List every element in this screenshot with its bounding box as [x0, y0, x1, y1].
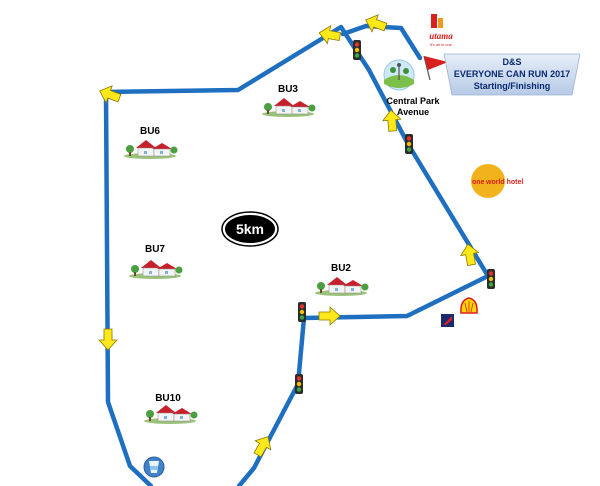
zone-bu10: BU10	[143, 393, 198, 425]
house-icon	[143, 404, 198, 425]
hotel-name: world hotel	[485, 179, 523, 186]
zone-label: BU10	[155, 393, 181, 404]
distance-label: 5km	[236, 221, 264, 237]
route-line	[103, 24, 491, 486]
zone-label: BU6	[140, 126, 160, 137]
house-icon	[261, 97, 316, 118]
zone-bu2: BU2	[314, 263, 369, 297]
zone-label: BU3	[278, 84, 298, 95]
banner-line: Starting/Finishing	[474, 81, 551, 91]
traffic-light-icon	[353, 40, 361, 60]
hotel-logo: one world hotel	[471, 164, 523, 198]
direction-arrow-icon	[98, 328, 118, 351]
traffic-light-icon	[487, 269, 495, 289]
house-icon	[128, 259, 183, 280]
shell-logo-icon	[460, 297, 478, 314]
central-park-label: Central Park	[386, 96, 440, 106]
start-finish-banner: D&S EVERYONE CAN RUN 2017 Starting/Finis…	[443, 53, 581, 96]
zone-label: BU2	[331, 263, 351, 274]
flag-icon	[423, 55, 448, 81]
house-icon	[314, 276, 369, 297]
zone-bu3: BU3	[261, 84, 316, 118]
direction-arrow-icon	[96, 82, 123, 107]
sponsor-logo-text: utama	[429, 31, 453, 41]
water-cup-icon	[143, 456, 165, 478]
zone-bu7: BU7	[128, 244, 183, 280]
sponsor-logo: utama it's all in one	[429, 14, 453, 47]
banner-line: EVERYONE CAN RUN 2017	[454, 69, 570, 79]
zone-bu6: BU6	[123, 126, 178, 160]
direction-arrow-icon	[362, 11, 389, 36]
distance-badge: 5km	[221, 211, 279, 247]
traffic-light-icon	[405, 134, 413, 154]
zone-label: BU7	[145, 244, 165, 255]
traffic-light-icon	[298, 302, 306, 322]
direction-arrow-icon	[318, 306, 341, 326]
banner-line: D&S	[502, 57, 521, 67]
hotel-brand: one	[472, 179, 485, 186]
traffic-light-icon	[295, 374, 303, 394]
house-icon	[123, 139, 178, 160]
petronas-logo-icon	[441, 314, 454, 327]
central-park-label: Avenue	[397, 107, 429, 117]
central-park-landmark: Central Park Avenue	[383, 59, 441, 117]
sponsor-tagline: it's all in one	[430, 42, 453, 47]
